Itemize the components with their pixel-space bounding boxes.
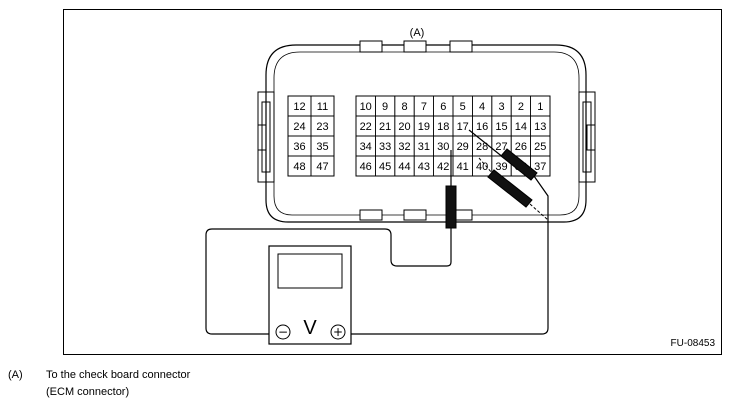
pin-number: 13 [534, 121, 546, 133]
pin-number: 36 [293, 141, 305, 153]
pin-number: 35 [316, 141, 328, 153]
pin-number: 6 [440, 101, 446, 113]
figure-id: FU-08453 [670, 338, 715, 349]
pin-number: 4 [479, 101, 485, 113]
top-tab [403, 40, 427, 53]
pin-number: 5 [460, 101, 466, 113]
pin-number: 28 [476, 141, 488, 153]
pin-number: 40 [476, 161, 488, 173]
bottom-tab [403, 209, 427, 221]
pin-number: 27 [495, 141, 507, 153]
right-latch [578, 91, 596, 183]
pin-number: 34 [360, 141, 372, 153]
pin-number: 16 [476, 121, 488, 133]
pin-number: 46 [360, 161, 372, 173]
pin-number: 2 [518, 101, 524, 113]
probe-body [500, 148, 538, 181]
pin-number: 7 [421, 101, 427, 113]
probe-lead [347, 175, 549, 335]
pin-number: 19 [418, 121, 430, 133]
pin-number: 26 [515, 141, 527, 153]
connector-label: (A) [410, 27, 425, 39]
connector-housing-inner [273, 51, 580, 216]
pin-number: 10 [360, 101, 372, 113]
pin-number: 31 [418, 141, 430, 153]
pin-number: 33 [379, 141, 391, 153]
pin-number: 47 [316, 161, 328, 173]
meter-symbol: V [303, 317, 317, 339]
pin-number: 3 [498, 101, 504, 113]
probe-lead [205, 228, 452, 335]
pin-number: 21 [379, 121, 391, 133]
negative-terminal [275, 324, 291, 340]
caption-line-1: To the check board connector [46, 369, 191, 381]
pin-number: 11 [317, 101, 328, 113]
pin-number: 20 [398, 121, 410, 133]
positive-symbol: + [333, 325, 343, 339]
caption-line-2: (ECM connector) [46, 386, 130, 398]
pin-number: 45 [379, 161, 391, 173]
pin-number: 25 [534, 141, 546, 153]
pin-number: 30 [437, 141, 449, 153]
pin-cell [530, 155, 551, 177]
probe-wire [468, 129, 505, 159]
probe-body [445, 185, 457, 229]
pin-number: 48 [293, 161, 305, 173]
pin-number: 29 [457, 141, 469, 153]
connector-housing [265, 44, 587, 223]
top-tab [359, 40, 383, 53]
caption-label: (A) [8, 369, 23, 381]
pin-number: 17 [457, 121, 469, 133]
probe-wire [529, 203, 549, 221]
pin-number: 22 [360, 121, 372, 133]
probe-wire [478, 157, 493, 174]
pin-number: 24 [293, 121, 305, 133]
pin-number: 8 [401, 101, 407, 113]
left-latch [257, 91, 275, 183]
pin-number: 23 [316, 121, 328, 133]
probe-body [487, 169, 533, 208]
pin-block-left: 12 11 24 23 36 35 48 47 [287, 95, 335, 177]
pin-number: 44 [398, 161, 410, 173]
positive-terminal [330, 324, 346, 340]
top-tab [449, 40, 473, 53]
pin-number: 39 [495, 161, 507, 173]
pin-number: 12 [293, 101, 305, 113]
pin-number: 43 [418, 161, 430, 173]
bottom-tab [359, 209, 383, 221]
negative-symbol: − [278, 325, 288, 339]
pin-number: 14 [515, 121, 527, 133]
pin-number: 41 [457, 161, 469, 173]
pin-cell [310, 155, 335, 177]
voltmeter-display [277, 253, 343, 289]
pin-number: 18 [437, 121, 449, 133]
pin-number: 32 [398, 141, 410, 153]
pin-number: 42 [437, 161, 449, 173]
pin-number: 37 [534, 161, 546, 173]
pin-number: 9 [382, 101, 388, 113]
pin-number: 15 [495, 121, 507, 133]
pin-number: 1 [537, 101, 543, 113]
